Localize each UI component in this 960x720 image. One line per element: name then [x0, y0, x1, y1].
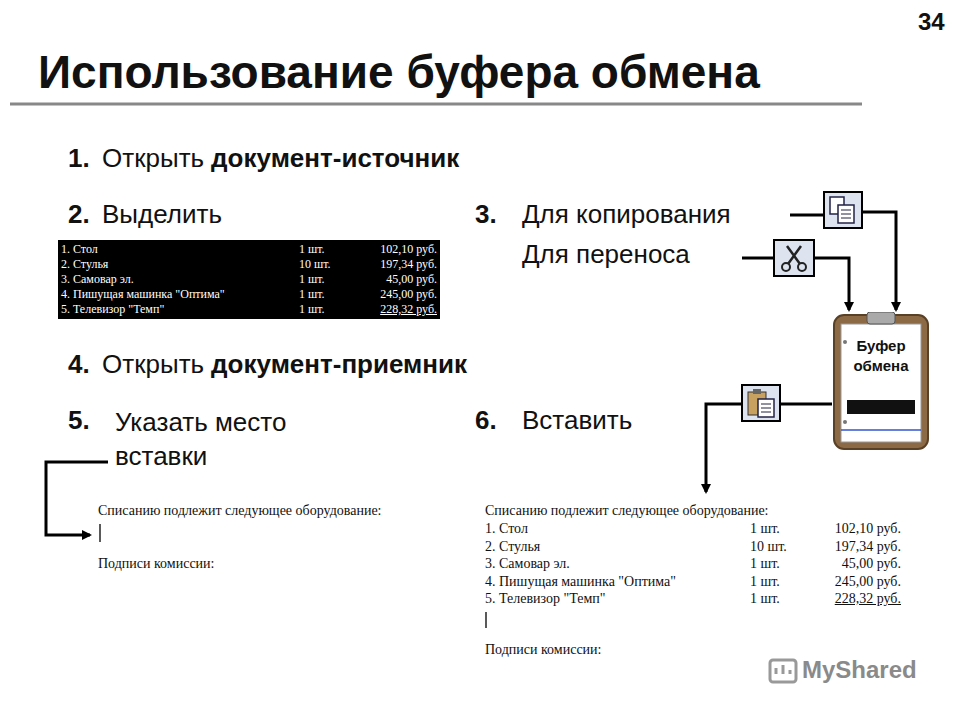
table-cell: 245,00 руб.	[359, 287, 437, 302]
page-number: 34	[918, 8, 945, 36]
table-cell: 228,32 руб.	[825, 591, 901, 607]
table-cell: 10 шт.	[299, 257, 359, 272]
table-cell: 3. Самовар эл.	[61, 272, 299, 287]
flow-lines	[46, 212, 896, 535]
clipboard: Буфер обмена	[833, 312, 929, 450]
table-cell: 4. Пишущая машинка "Оптима"	[485, 574, 676, 590]
step-text: Для переноса	[522, 240, 690, 270]
cursor	[100, 524, 486, 628]
copy-icon	[824, 192, 862, 228]
table-cell: 5. Телевизор "Темп"	[61, 302, 299, 317]
table-cell: 2. Стулья	[61, 257, 299, 272]
table-cell: 1 шт.	[750, 556, 780, 572]
table-cell: 45,00 руб.	[359, 272, 437, 287]
selected-table: 1. Стол1 шт.102,10 руб.2. Стулья10 шт.19…	[58, 240, 440, 319]
table-cell: 1 шт.	[299, 302, 359, 317]
step-text: Открыть	[102, 350, 204, 380]
document-line: Подписи комиссии:	[485, 642, 602, 658]
step-number: 5.	[68, 406, 90, 436]
step-number: 3.	[475, 200, 497, 230]
step-number: 4.	[68, 350, 90, 380]
table-cell: 102,10 руб.	[825, 521, 901, 537]
step-text: Вставить	[522, 406, 632, 436]
step-text: Открыть	[102, 144, 204, 174]
table-cell: 245,00 руб.	[825, 574, 901, 590]
watermark-icon	[770, 660, 796, 682]
document-line: Списанию подлежит следующее оборудование…	[98, 503, 382, 519]
paste-icon	[742, 385, 780, 421]
table-cell: 4. Пишущая машинка "Оптима"	[61, 287, 299, 302]
table-cell: 1 шт.	[750, 521, 780, 537]
step-emphasis: документ-источник	[211, 144, 459, 174]
slide-title: Использование буфера обмена	[38, 46, 760, 99]
step-number: 6.	[475, 406, 497, 436]
document-line: Подписи комиссии:	[98, 556, 215, 572]
table-cell: 1. Стол	[61, 242, 299, 257]
step-text: Выделить	[102, 200, 222, 230]
clipboard-board	[833, 312, 929, 450]
table-cell: 1 шт.	[299, 272, 359, 287]
table-cell: 5. Телевизор "Темп"	[485, 591, 606, 607]
step-text: Для копирования	[522, 200, 731, 230]
table-cell: 1 шт.	[299, 242, 359, 257]
document-line: Списанию подлежит следующее оборудование…	[485, 503, 769, 519]
cut-icon	[774, 240, 814, 276]
title-rule	[10, 103, 862, 106]
step-emphasis: документ-приемник	[211, 350, 467, 380]
step-text: Указать место вставки	[115, 406, 345, 474]
table-cell: 197,34 руб.	[825, 539, 901, 555]
table-cell: 197,34 руб.	[359, 257, 437, 272]
table-cell: 1. Стол	[485, 521, 528, 537]
table-cell: 2. Стулья	[485, 539, 540, 555]
table-cell: 1 шт.	[750, 591, 780, 607]
table-cell: 102,10 руб.	[359, 242, 437, 257]
watermark: MyShared	[802, 656, 917, 684]
table-cell: 45,00 руб.	[825, 556, 901, 572]
table-cell: 3. Самовар эл.	[485, 556, 570, 572]
table-cell: 1 шт.	[750, 574, 780, 590]
table-cell: 10 шт.	[750, 539, 787, 555]
step-number: 2.	[68, 200, 90, 230]
clipboard-label: Буфер обмена	[841, 336, 921, 375]
table-cell: 228,32 руб.	[359, 302, 437, 317]
step-number: 1.	[68, 144, 90, 174]
table-cell: 1 шт.	[299, 287, 359, 302]
